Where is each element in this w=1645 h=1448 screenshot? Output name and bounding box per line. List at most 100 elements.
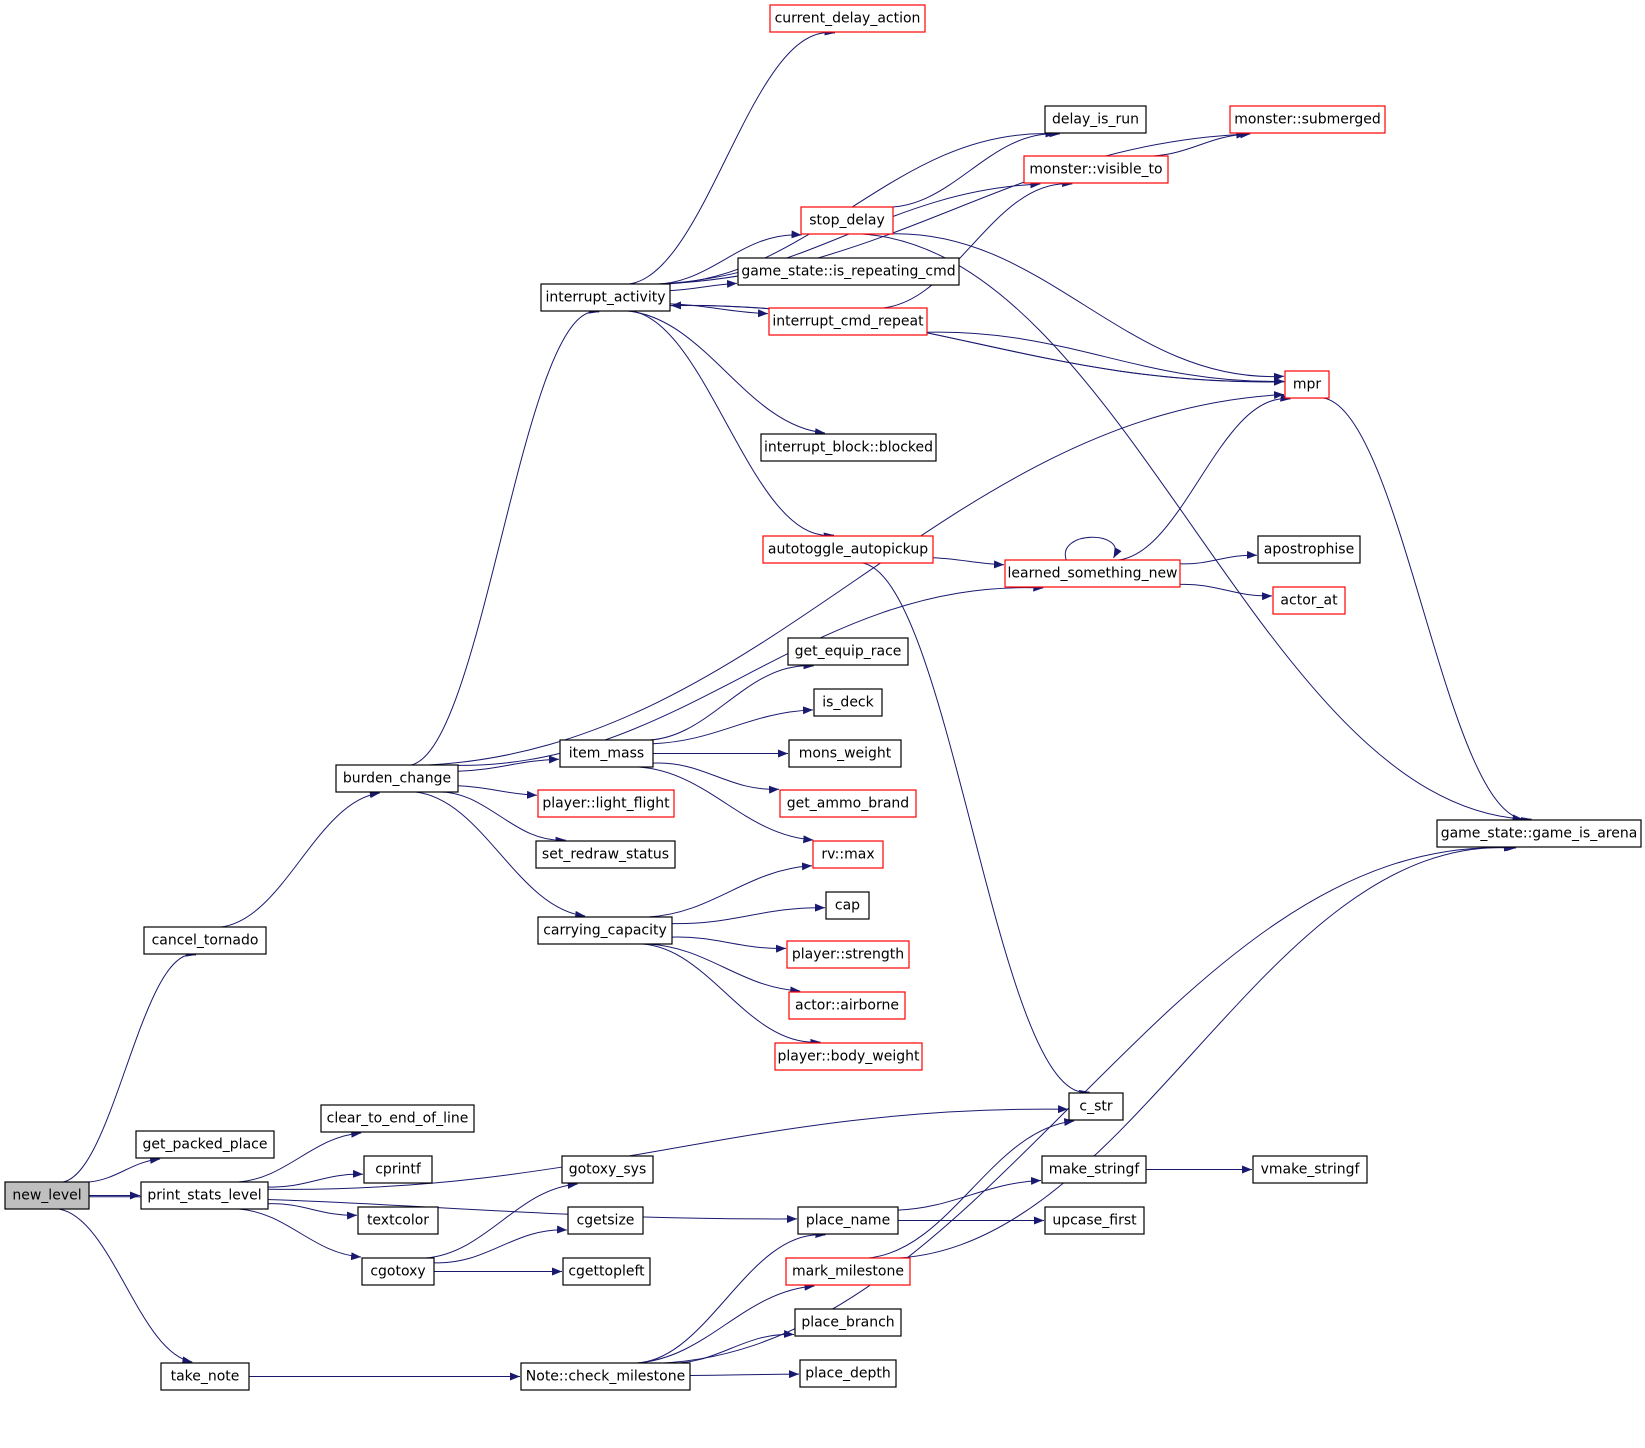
edge-note-check-milestone-to-place-name bbox=[626, 1230, 826, 1364]
node-box bbox=[357, 1206, 439, 1235]
node-cancel-tornado[interactable]: cancel_tornado bbox=[143, 926, 267, 955]
node-stop-delay[interactable]: stop_delay bbox=[800, 206, 894, 235]
edge-burden-change-to-carrying-capacity bbox=[415, 791, 586, 919]
node-box bbox=[4, 1181, 90, 1210]
node-game-state-game-is-arena[interactable]: game_state::game_is_arena bbox=[1436, 819, 1642, 848]
node-mpr[interactable]: mpr bbox=[1284, 370, 1330, 399]
node-label: interrupt_activity bbox=[546, 290, 666, 306]
node-label: game_state::game_is_arena bbox=[1441, 826, 1638, 842]
node-make-stringf[interactable]: make_stringf bbox=[1041, 1155, 1147, 1184]
node-label: actor_at bbox=[1280, 593, 1338, 609]
node-vmake-stringf[interactable]: vmake_stringf bbox=[1252, 1155, 1368, 1184]
node-box bbox=[788, 991, 906, 1020]
node-box bbox=[559, 739, 654, 768]
node-is-deck[interactable]: is_deck bbox=[813, 688, 883, 717]
node-interrupt-activity[interactable]: interrupt_activity bbox=[540, 283, 671, 312]
node-apostrophise[interactable]: apostrophise bbox=[1257, 535, 1361, 564]
edge-item-mass-to-get-equip-race bbox=[638, 661, 814, 741]
node-box bbox=[774, 1042, 923, 1071]
node-label: vmake_stringf bbox=[1261, 1162, 1361, 1178]
node-box bbox=[1284, 370, 1330, 399]
node-box bbox=[520, 1362, 691, 1391]
node-label: mpr bbox=[1293, 377, 1322, 393]
node-new-level[interactable]: new_level bbox=[4, 1181, 90, 1210]
node-mark-milestone[interactable]: mark_milestone bbox=[785, 1257, 911, 1286]
node-rv-max[interactable]: rv::max bbox=[812, 840, 884, 869]
node-cgetsize[interactable]: cgetsize bbox=[567, 1206, 644, 1235]
node-place-name[interactable]: place_name bbox=[797, 1206, 899, 1235]
node-interrupt-cmd-repeat[interactable]: interrupt_cmd_repeat bbox=[768, 307, 928, 336]
node-player-body-weight[interactable]: player::body_weight bbox=[774, 1042, 923, 1071]
node-print-stats-level[interactable]: print_stats_level bbox=[140, 1181, 269, 1210]
node-cprintf[interactable]: cprintf bbox=[363, 1155, 433, 1184]
edge-new-level-to-cancel-tornado bbox=[55, 948, 197, 1183]
edge-learned-something-new-to-mpr bbox=[1107, 393, 1291, 561]
node-get-ammo-brand[interactable]: get_ammo_brand bbox=[779, 789, 917, 818]
node-label: mark_milestone bbox=[792, 1264, 904, 1280]
node-label: game_state::is_repeating_cmd bbox=[741, 264, 955, 280]
node-place-depth[interactable]: place_depth bbox=[799, 1359, 897, 1388]
node-set-redraw-status[interactable]: set_redraw_status bbox=[535, 840, 676, 869]
node-box bbox=[143, 926, 267, 955]
node-current-delay-action[interactable]: current_delay_action bbox=[769, 4, 926, 33]
node-actor-airborne[interactable]: actor::airborne bbox=[788, 991, 906, 1020]
node-game-state-is-repeating-cmd[interactable]: game_state::is_repeating_cmd bbox=[737, 257, 960, 286]
node-clear-to-end-of-line[interactable]: clear_to_end_of_line bbox=[320, 1104, 475, 1133]
node-take-note[interactable]: take_note bbox=[160, 1362, 250, 1391]
node-box bbox=[140, 1181, 269, 1210]
node-label: rv::max bbox=[821, 847, 874, 863]
node-textcolor[interactable]: textcolor bbox=[357, 1206, 439, 1235]
edge-item-mass-to-get-ammo-brand bbox=[652, 762, 780, 794]
node-c-str[interactable]: c_str bbox=[1068, 1092, 1124, 1121]
node-burden-change[interactable]: burden_change bbox=[335, 764, 459, 793]
edge-burden-change-to-player-light-flight bbox=[457, 785, 538, 799]
edge-item-mass-to-rv-max bbox=[638, 766, 814, 844]
node-player-light-flight[interactable]: player::light_flight bbox=[537, 789, 675, 818]
node-label: place_branch bbox=[801, 1315, 894, 1331]
node-carrying-capacity[interactable]: carrying_capacity bbox=[537, 916, 673, 945]
node-player-strength[interactable]: player::strength bbox=[786, 940, 910, 969]
node-label: carrying_capacity bbox=[543, 923, 667, 939]
edge-print-stats-level-to-cgotoxy bbox=[238, 1208, 362, 1261]
node-item-mass[interactable]: item_mass bbox=[559, 739, 654, 768]
edge-note-check-milestone-to-mark-milestone bbox=[636, 1282, 815, 1364]
node-label: player::strength bbox=[792, 947, 904, 963]
node-get-equip-race[interactable]: get_equip_race bbox=[787, 637, 909, 666]
node-box bbox=[737, 257, 960, 286]
edge-burden-change-to-interrupt-activity bbox=[402, 305, 600, 766]
node-note-check-milestone[interactable]: Note::check_milestone bbox=[520, 1362, 691, 1391]
node-box bbox=[1436, 819, 1642, 848]
node-actor-at[interactable]: actor_at bbox=[1272, 586, 1346, 615]
node-place-branch[interactable]: place_branch bbox=[794, 1308, 902, 1337]
node-label: get_equip_race bbox=[795, 644, 902, 660]
node-label: textcolor bbox=[367, 1213, 429, 1229]
node-learned-something-new[interactable]: learned_something_new bbox=[1004, 559, 1181, 588]
edge-carrying-capacity-to-player-body-weight bbox=[631, 943, 821, 1047]
node-autotoggle-autopickup[interactable]: autotoggle_autopickup bbox=[762, 535, 934, 564]
edge-interrupt-activity-to-stop-delay bbox=[647, 230, 802, 285]
node-monster-visible-to[interactable]: monster::visible_to bbox=[1023, 155, 1169, 184]
edge-interrupt-activity-to-interrupt-block-blocked bbox=[627, 310, 826, 437]
edge-stop-delay-to-mpr bbox=[884, 233, 1285, 381]
edge-print-stats-level-to-textcolor bbox=[267, 1203, 358, 1220]
node-box bbox=[813, 688, 883, 717]
node-cap[interactable]: cap bbox=[825, 891, 870, 920]
node-box bbox=[825, 891, 870, 920]
node-mons-weight[interactable]: mons_weight bbox=[788, 739, 902, 768]
node-delay-is-run[interactable]: delay_is_run bbox=[1044, 105, 1147, 134]
node-label: cgotoxy bbox=[370, 1264, 425, 1280]
node-monster-submerged[interactable]: monster::submerged bbox=[1229, 105, 1386, 134]
node-box bbox=[537, 789, 675, 818]
node-upcase-first[interactable]: upcase_first bbox=[1044, 1206, 1145, 1235]
edge-burden-change-to-item-mass bbox=[457, 755, 560, 772]
node-label: set_redraw_status bbox=[542, 847, 669, 863]
node-label: place_name bbox=[806, 1213, 890, 1229]
node-get-packed-place[interactable]: get_packed_place bbox=[135, 1130, 275, 1159]
node-box bbox=[800, 206, 894, 235]
edge-item-mass-to-is-deck bbox=[652, 706, 814, 745]
node-cgettopleft[interactable]: cgettopleft bbox=[562, 1257, 651, 1286]
node-cgotoxy[interactable]: cgotoxy bbox=[361, 1257, 435, 1286]
node-box bbox=[1252, 1155, 1368, 1184]
node-gotoxy-sys[interactable]: gotoxy_sys bbox=[561, 1155, 654, 1184]
node-interrupt-block-blocked[interactable]: interrupt_block::blocked bbox=[760, 433, 937, 462]
